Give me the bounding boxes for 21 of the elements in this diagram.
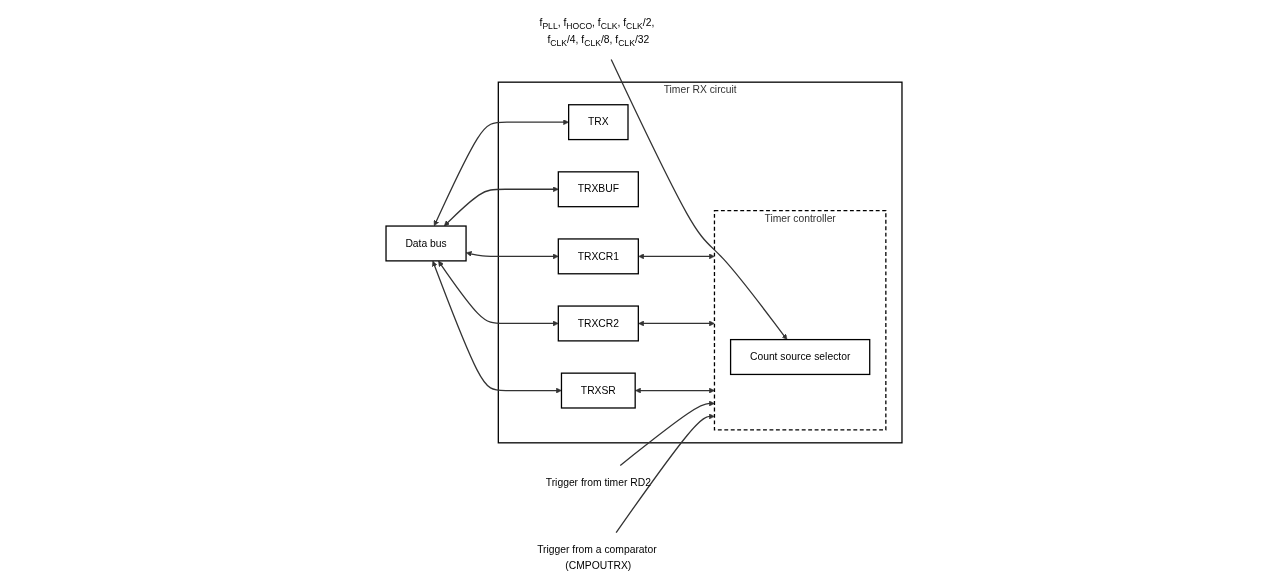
arrow	[431, 260, 562, 394]
node-box: TRXCR2	[557, 305, 639, 342]
node-box: TRXBUF	[557, 171, 639, 208]
arrow	[638, 320, 715, 327]
node-text: Trigger from timer RD2	[545, 477, 651, 488]
node-text: f$_{PLL}$, f$_{HOCO}$, f$_{CLK}$, f$_{CLK}$/2, f$_{CLK}$/4, f$_{CLK}$/8, f$_{CLK}$/32	[539, 16, 655, 48]
node-box: TRXCR1	[557, 238, 639, 275]
arrow	[444, 186, 559, 227]
node-box: TRXSR	[560, 372, 636, 409]
arrow	[466, 251, 559, 260]
arrow	[619, 400, 715, 467]
arrow	[615, 413, 715, 534]
arrow	[638, 253, 715, 260]
arrow	[635, 387, 715, 394]
arrow	[610, 58, 788, 340]
node-box: Data bus	[385, 225, 467, 262]
arrow	[433, 119, 569, 227]
node-box: TRX	[568, 104, 629, 141]
node-box: Count source selector	[729, 338, 871, 376]
node-text: Trigger from a comparator (CMPOUTRX)	[537, 544, 657, 571]
arrow	[438, 260, 559, 327]
